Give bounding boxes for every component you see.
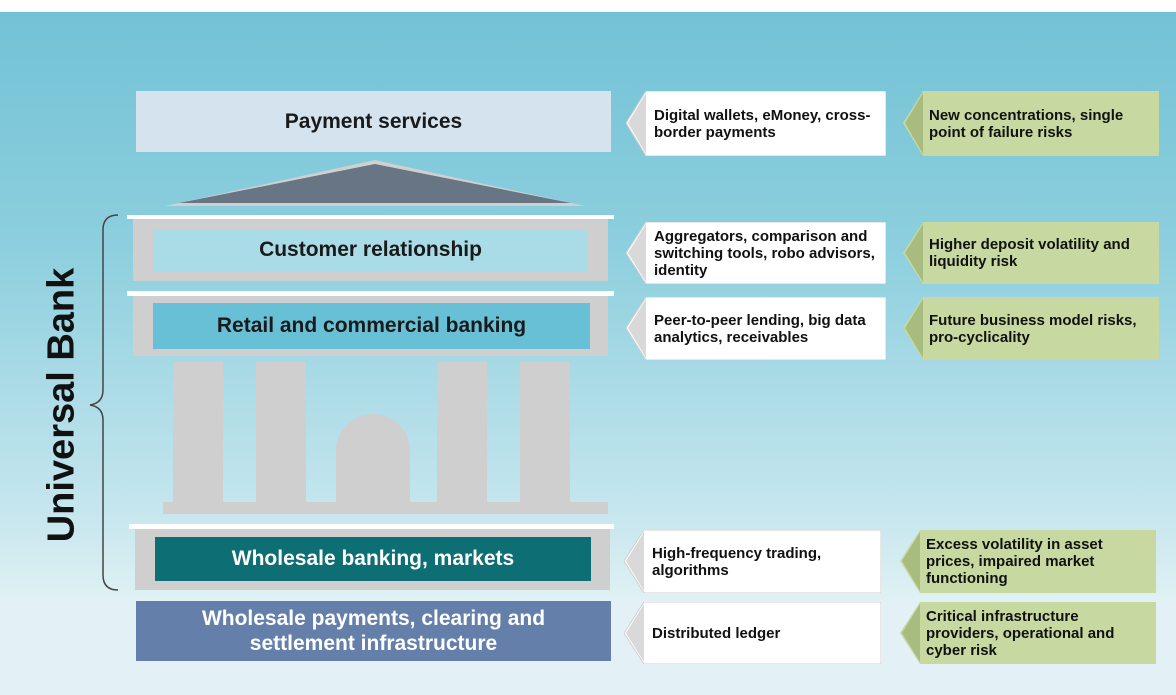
- risk-tag: Critical infrastructure providers, opera…: [900, 602, 1156, 664]
- wholesale-banking-layer: Wholesale banking, markets: [155, 537, 591, 581]
- column: [437, 362, 487, 502]
- retail-commercial-banking-layer: Retail and commercial banking: [153, 303, 590, 349]
- infrastructure-layer: Wholesale payments, clearing and settlem…: [136, 601, 611, 661]
- risk-tag: New concentrations, single point of fail…: [903, 91, 1159, 156]
- risk-tag: Future business model risks, pro-cyclica…: [903, 297, 1159, 360]
- building-door: [336, 414, 410, 502]
- innovation-tag: Distributed ledger: [624, 602, 881, 664]
- building-tier-line: [129, 524, 614, 529]
- payment-services-layer: Payment services: [136, 91, 611, 152]
- customer-relationship-layer: Customer relationship: [153, 229, 588, 271]
- column: [256, 362, 306, 502]
- building-tier-line: [127, 291, 614, 296]
- column: [173, 362, 223, 502]
- bank-bracket: [89, 214, 119, 591]
- building-roof: [165, 160, 585, 206]
- risk-tag: Higher deposit volatility and liquidity …: [903, 222, 1159, 284]
- building-frieze-top-line: [127, 215, 614, 219]
- building-base: [163, 502, 608, 514]
- innovation-tag: High-frequency trading, algorithms: [624, 530, 881, 593]
- innovation-tag: Peer-to-peer lending, big data analytics…: [626, 297, 886, 360]
- column: [520, 362, 570, 502]
- innovation-tag: Aggregators, comparison and switching to…: [626, 222, 886, 284]
- innovation-tag: Digital wallets, eMoney, cross-border pa…: [626, 91, 886, 156]
- risk-tag: Excess volatility in asset prices, impai…: [900, 530, 1156, 593]
